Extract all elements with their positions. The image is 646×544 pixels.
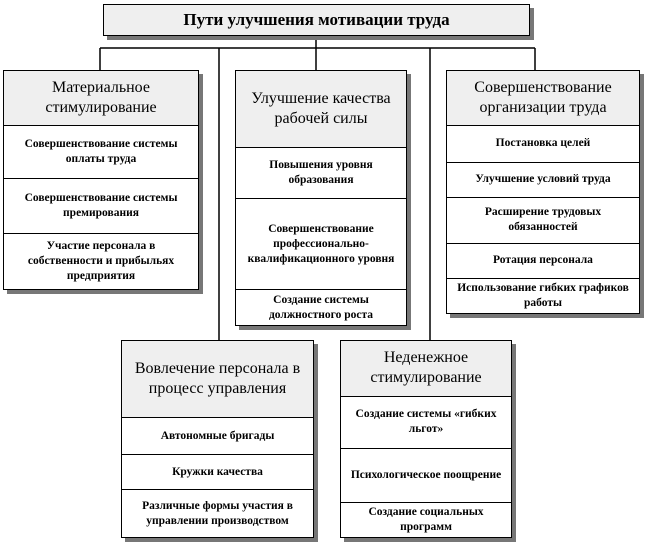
list-item: Различные формы участия в управлении про… [142,499,293,527]
list-item: Психологическое поощрение [341,449,511,503]
group-heading: Совершенствование организации труда [447,71,639,126]
list-item: Постановка целей [447,126,639,163]
diagram-title: Пути улучшения мотивации труда [103,4,530,36]
list-item: Участие персонала в собственности и приб… [27,240,175,282]
group-heading: Вовлечение персонала в процесс управлени… [122,341,313,418]
group-heading: Улучшение качества рабочей силы [236,71,406,148]
group-non-monetary-stimulation: Неденежное стимулирование Создание систе… [340,340,512,538]
list-item: Повышения уровня образования [236,148,406,199]
list-item: Совершенствование профессионально-квалиф… [236,199,406,290]
list-item: Совершенствование системы оплаты труда [4,126,198,179]
group-heading: Материальное стимулирование [4,71,198,126]
list-item: Совершенствование системы премирования [4,179,198,234]
list-item: Создание системы должностного роста [268,293,374,321]
group-heading: Неденежное стимулирование [341,341,511,397]
list-item: Создание системы «гибких льгот» [341,397,511,449]
group-material-stimulation: Материальное стимулирование Совершенство… [3,70,199,290]
list-item: Автономные бригады [122,418,313,455]
list-item: Использование гибких графиков работы [457,282,629,309]
group-staff-involvement: Вовлечение персонала в процесс управлени… [121,340,314,538]
group-labor-organization: Совершенствование организации труда Пост… [446,70,640,314]
list-item: Улучшение условий труда [447,163,639,198]
list-item: Расширение трудовых обязанностей [447,198,639,244]
list-item: Создание социальных программ [368,506,484,533]
group-workforce-quality: Улучшение качества рабочей силы Повышени… [235,70,407,326]
list-item: Кружки качества [122,455,313,490]
list-item: Ротация персонала [447,244,639,279]
title-text: Пути улучшения мотивации труда [183,10,450,29]
